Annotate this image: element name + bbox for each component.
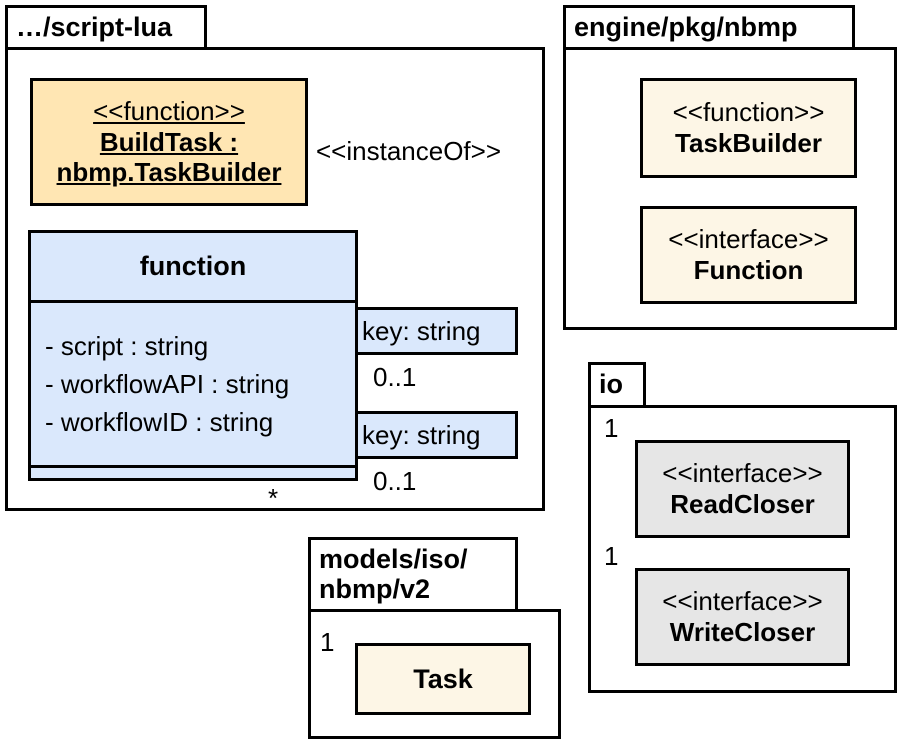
qualifier-readcloser-key: key: string (355, 307, 518, 355)
qualifier-readcloser-key-label: key: string (362, 315, 481, 346)
class-task-name: Task (413, 663, 473, 694)
package-tab-script-lua: …/script-lua (5, 5, 207, 50)
edge-multiplicity-readcloser-target: 1 (604, 413, 619, 443)
class-build-task-stereotype: <<function>> (93, 95, 245, 126)
class-read-closer[interactable]: <<interface>> ReadCloser (635, 440, 850, 538)
class-write-closer-stereotype: <<interface>> (662, 586, 823, 617)
class-function-name: function (139, 251, 247, 281)
class-write-closer-name: WriteCloser (669, 617, 816, 647)
edge-multiplicity-task-source: * (268, 483, 279, 513)
edge-multiplicity-writecloser-source: 0..1 (373, 466, 417, 496)
class-task-builder-stereotype: <<function>> (672, 97, 825, 128)
package-tab-io: io (588, 362, 646, 408)
class-function-title: function (31, 233, 355, 303)
class-task-builder-name: TaskBuilder (675, 128, 822, 158)
edge-label-instanceof: <<instanceOf>> (316, 136, 502, 166)
class-read-closer-name: ReadCloser (670, 489, 815, 519)
class-function-interface[interactable]: <<interface>> Function (640, 206, 857, 304)
class-build-task-name-line2: nbmp.TaskBuilder (56, 157, 282, 188)
class-function-operations (31, 468, 355, 478)
edge-multiplicity-task-target: 1 (320, 627, 335, 657)
class-build-task-name-line1: BuildTask : (99, 126, 239, 157)
class-write-closer[interactable]: <<interface>> WriteCloser (635, 568, 850, 666)
class-read-closer-stereotype: <<interface>> (662, 458, 823, 489)
package-label-models-iso-nbmp-v2-line2: nbmp/v2 (319, 573, 431, 604)
class-function-interface-name: Function (693, 255, 804, 285)
package-label-io: io (599, 369, 623, 400)
class-build-task[interactable]: <<function>> BuildTask : nbmp.TaskBuilde… (30, 78, 308, 206)
package-tab-models-iso-nbmp-v2: models/iso/ nbmp/v2 (308, 537, 518, 612)
qualifier-writecloser-key: key: string (355, 411, 518, 459)
package-tab-engine-pkg-nbmp: engine/pkg/nbmp (563, 5, 855, 50)
class-function[interactable]: function - script : string - workflowAPI… (28, 230, 358, 481)
class-task-builder[interactable]: <<function>> TaskBuilder (640, 78, 857, 178)
class-function-attribute: - script : string (45, 331, 209, 361)
class-task[interactable]: Task (355, 643, 531, 715)
class-function-attributes: - script : string - workflowAPI : string… (31, 303, 355, 468)
class-function-interface-stereotype: <<interface>> (668, 224, 829, 255)
package-label-script-lua: …/script-lua (16, 11, 173, 42)
class-function-attribute: - workflowID : string (45, 407, 274, 437)
qualifier-writecloser-key-label: key: string (362, 419, 481, 450)
edge-multiplicity-readcloser-source: 0..1 (373, 362, 417, 392)
edge-multiplicity-writecloser-target: 1 (604, 541, 619, 571)
package-label-models-iso-nbmp-v2-line1: models/iso/ (319, 544, 468, 575)
class-function-attribute: - workflowAPI : string (45, 369, 290, 399)
package-label-engine-pkg-nbmp: engine/pkg/nbmp (574, 11, 798, 42)
